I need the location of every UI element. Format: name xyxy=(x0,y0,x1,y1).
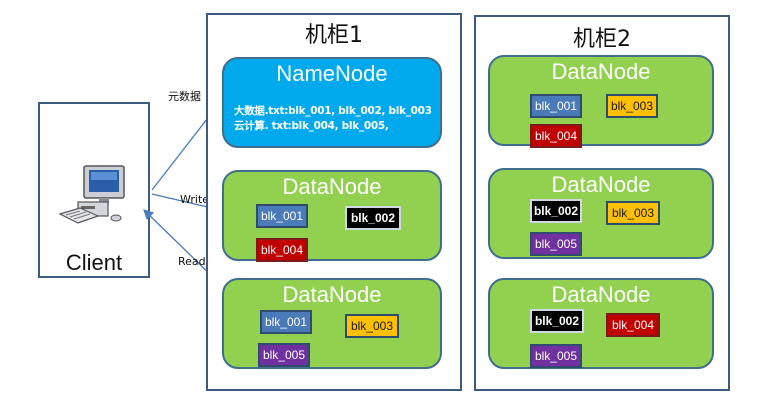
datanode-title: DataNode xyxy=(551,282,651,307)
metadata-arrow-label: 元数据 xyxy=(168,90,201,103)
datanode: DataNode blk_002 blk_004 blk_005 xyxy=(488,278,714,369)
block-blk-004: blk_004 xyxy=(606,313,660,337)
datanode: DataNode blk_001 blk_003 blk_005 xyxy=(222,278,442,369)
block-blk-003: blk_003 xyxy=(345,314,399,338)
block-blk-002: blk_002 xyxy=(345,206,401,230)
block-blk-001: blk_001 xyxy=(260,310,312,334)
datanode-title: DataNode xyxy=(282,282,382,307)
read-arrow-label: Read xyxy=(178,255,206,268)
block-blk-004: blk_004 xyxy=(256,238,308,262)
block-blk-004: blk_004 xyxy=(530,124,582,148)
rack-1-title: 机柜1 xyxy=(305,23,363,48)
block-blk-005: blk_005 xyxy=(258,343,310,367)
block-blk-002: blk_002 xyxy=(530,309,584,333)
namenode-title: NameNode xyxy=(276,61,388,86)
namenode: NameNode 大数据.txt:blk_001, blk_002, blk_0… xyxy=(222,57,442,148)
block-blk-002: blk_002 xyxy=(530,199,582,223)
block-blk-001: blk_001 xyxy=(530,94,582,118)
block-blk-003: blk_003 xyxy=(606,94,658,118)
datanode: DataNode blk_001 blk_002 blk_004 xyxy=(222,170,442,262)
block-blk-005: blk_005 xyxy=(530,344,582,368)
datanode-title: DataNode xyxy=(282,174,382,199)
block-blk-003: blk_003 xyxy=(606,201,660,225)
namenode-metadata-line: 大数据.txt:blk_001, blk_002, blk_003 xyxy=(234,105,432,117)
rack-2-title: 机柜2 xyxy=(573,27,631,52)
namenode-metadata-line: 云计算. txt:blk_004, blk_005, xyxy=(234,120,389,132)
write-arrow-label: Write xyxy=(180,193,210,206)
block-blk-001: blk_001 xyxy=(256,204,308,228)
computer-icon xyxy=(58,164,130,229)
datanode-title: DataNode xyxy=(551,172,651,197)
datanode: DataNode blk_001 blk_003 blk_004 xyxy=(488,55,714,148)
client-box: Client xyxy=(38,102,150,278)
block-blk-005: blk_005 xyxy=(530,232,582,256)
client-label: Client xyxy=(65,250,123,275)
datanode: DataNode blk_002 blk_003 blk_005 xyxy=(488,168,714,259)
datanode-title: DataNode xyxy=(551,59,651,84)
